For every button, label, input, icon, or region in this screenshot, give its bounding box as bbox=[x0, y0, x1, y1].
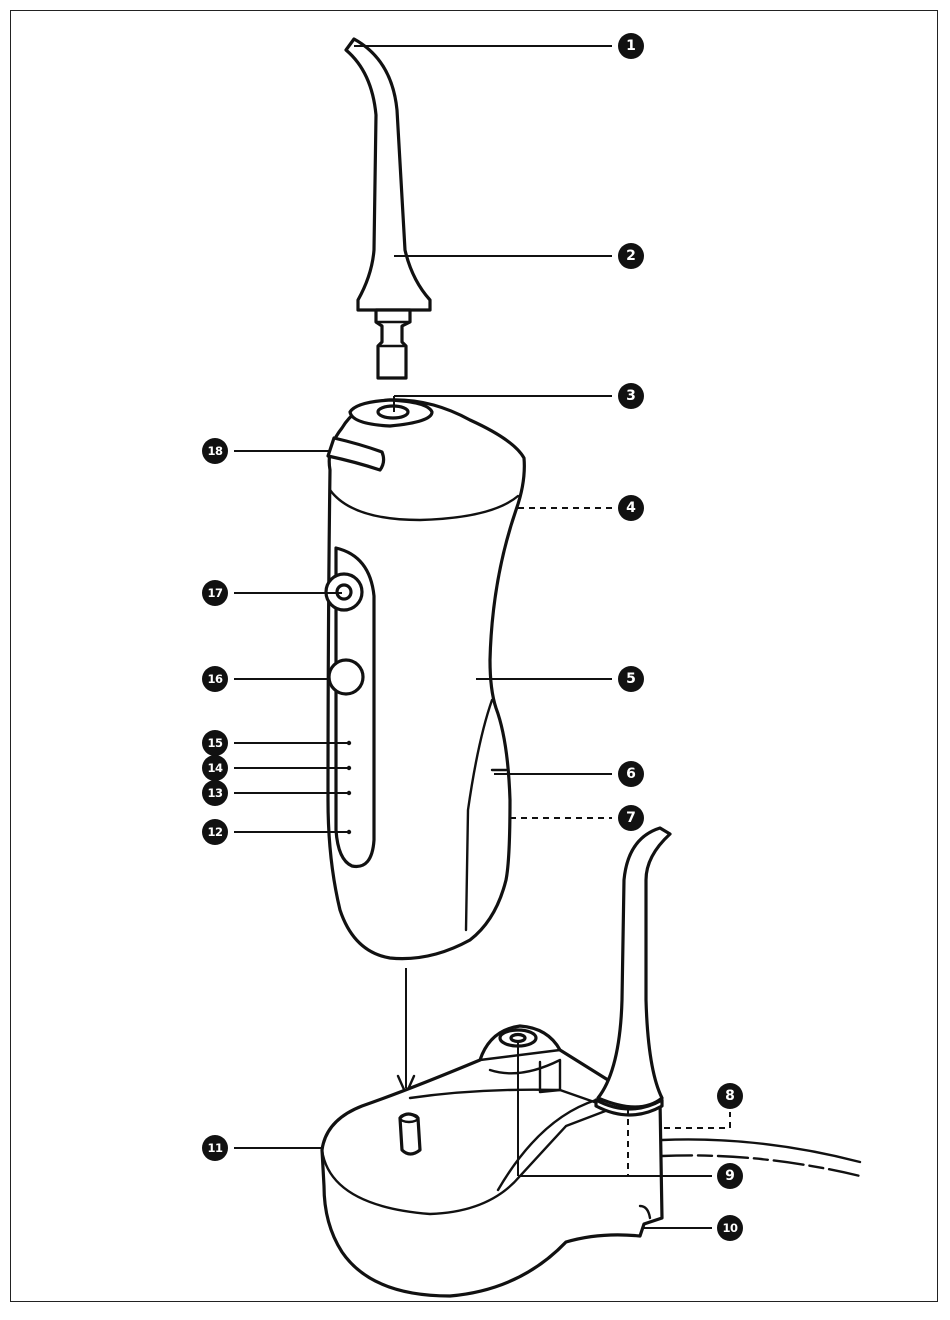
spare-nozzle bbox=[596, 828, 670, 1115]
callout-12: 12 bbox=[202, 819, 228, 845]
callout-16-number: 16 bbox=[207, 672, 223, 686]
callout-17: 17 bbox=[202, 580, 228, 606]
callout-5: 5 bbox=[618, 666, 644, 692]
callout-2-number: 2 bbox=[626, 248, 636, 264]
callout-18: 18 bbox=[202, 438, 228, 464]
callout-1: 1 bbox=[618, 33, 644, 59]
callout-11-number: 11 bbox=[207, 1141, 223, 1155]
insertion-arrow bbox=[398, 968, 414, 1094]
callout-15: 15 bbox=[202, 730, 228, 756]
callout-3: 3 bbox=[618, 383, 644, 409]
callout-10: 10 bbox=[717, 1215, 743, 1241]
callout-14-number: 14 bbox=[207, 761, 223, 775]
charging-base bbox=[322, 1026, 662, 1296]
callout-13-number: 13 bbox=[207, 786, 223, 800]
nozzle-socket bbox=[350, 400, 432, 426]
callout-11: 11 bbox=[202, 1135, 228, 1161]
callout-2: 2 bbox=[618, 243, 644, 269]
callout-9-number: 9 bbox=[725, 1168, 735, 1184]
callout-4-number: 4 bbox=[626, 500, 636, 516]
callout-12-number: 12 bbox=[207, 825, 222, 839]
callout-4: 4 bbox=[618, 495, 644, 521]
callout-5-number: 5 bbox=[626, 671, 636, 687]
nozzle-tip bbox=[346, 39, 430, 310]
callout-3-number: 3 bbox=[626, 388, 636, 404]
callout-13: 13 bbox=[202, 780, 228, 806]
callout-7-number: 7 bbox=[626, 810, 636, 826]
callout-10-number: 10 bbox=[722, 1221, 738, 1235]
callout-9: 9 bbox=[717, 1163, 743, 1189]
callout-8-number: 8 bbox=[725, 1088, 735, 1104]
callout-7: 7 bbox=[618, 805, 644, 831]
callout-18-number: 18 bbox=[207, 444, 223, 458]
callout-1-number: 1 bbox=[626, 38, 636, 54]
callout-6-number: 6 bbox=[626, 766, 636, 782]
nozzle-connector bbox=[376, 310, 410, 378]
callout-6: 6 bbox=[618, 761, 644, 787]
callout-16: 16 bbox=[202, 666, 228, 692]
callout-8: 8 bbox=[717, 1083, 743, 1109]
power-cord bbox=[662, 1139, 860, 1176]
callout-15-number: 15 bbox=[207, 736, 223, 750]
callout-17-number: 17 bbox=[207, 586, 223, 600]
callout-14: 14 bbox=[202, 755, 228, 781]
